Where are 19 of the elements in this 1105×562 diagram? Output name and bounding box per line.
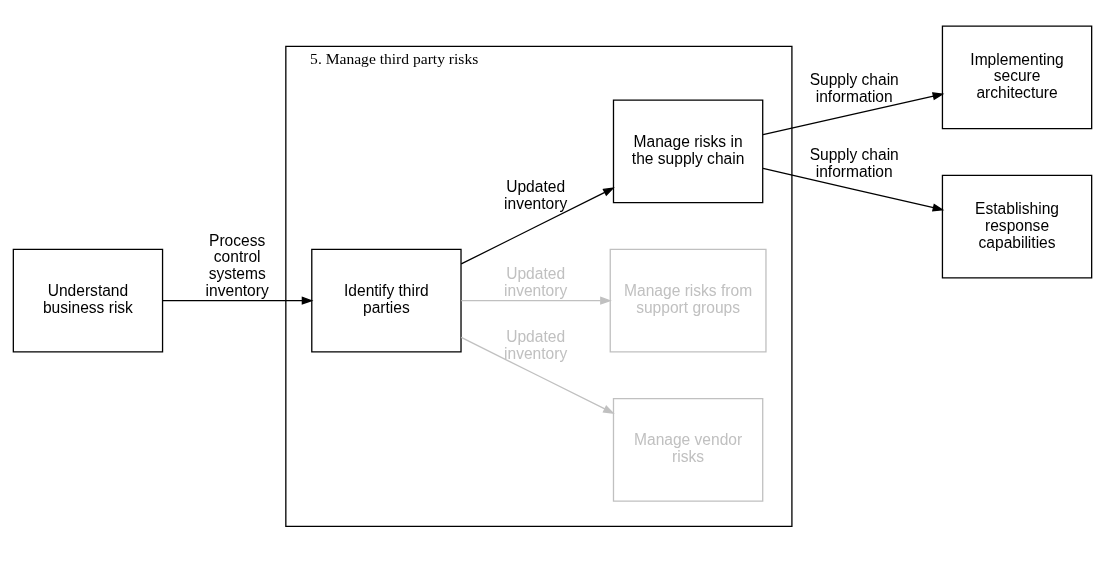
node-box: Manage risks in the supply chain xyxy=(612,99,764,203)
edge-label: Updated inventory xyxy=(504,327,568,362)
arrow xyxy=(460,296,612,305)
node-box: Identify third parties xyxy=(311,248,462,353)
node-box: Establishing response capabilities xyxy=(941,174,1093,279)
edge-label: Supply chain information xyxy=(809,70,899,105)
arrow xyxy=(162,296,314,305)
node-box: Understand business risk xyxy=(12,248,164,353)
edge-label: Supply chain information xyxy=(809,145,899,180)
arrow xyxy=(460,336,615,414)
edge-label: Updated inventory xyxy=(504,264,568,299)
arrow xyxy=(460,186,615,265)
node-box: Manage vendor risks xyxy=(612,397,764,502)
node-box: Manage risks from support groups xyxy=(609,248,767,353)
edge-label: Updated inventory xyxy=(504,177,568,212)
edge-label: Process control systems inventory xyxy=(205,231,269,299)
arrow xyxy=(762,91,945,135)
node-box: Implementing secure architecture xyxy=(941,25,1093,129)
arrow xyxy=(762,167,945,212)
